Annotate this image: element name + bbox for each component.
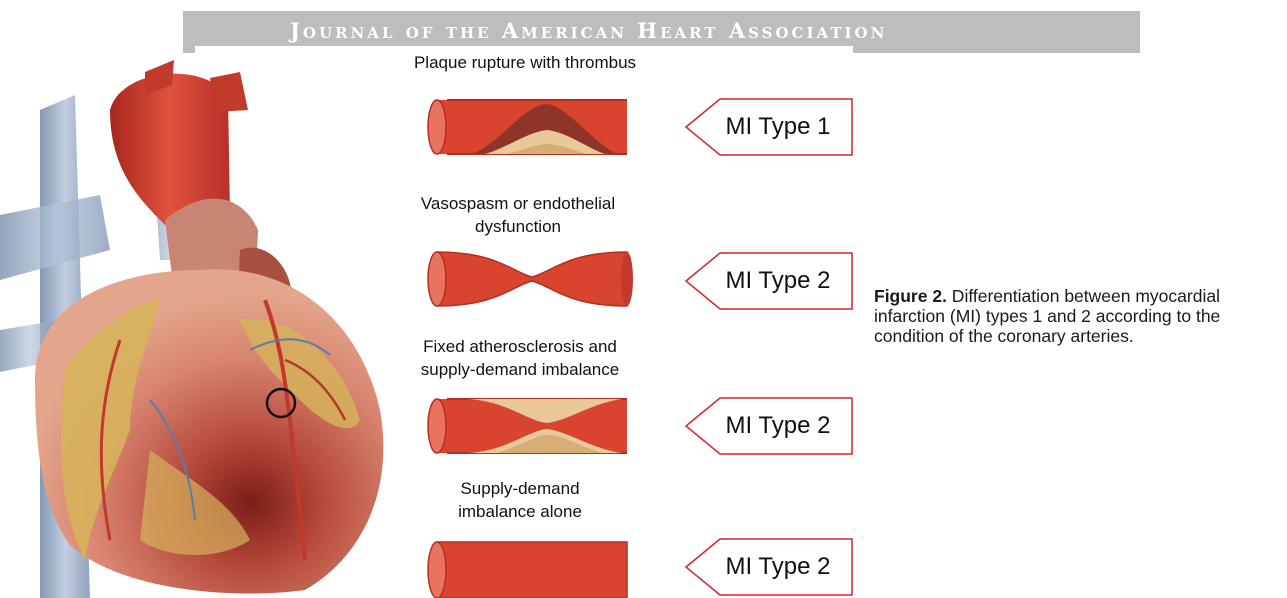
vessel-plaque-rupture	[427, 94, 637, 160]
vessel-normal	[427, 538, 637, 598]
vessel-atherosclerosis	[427, 393, 637, 459]
condition-label-1: Plaque rupture with thrombus	[390, 51, 660, 74]
mi-type-label-1: MI Type 1	[708, 112, 848, 142]
figure-caption: Figure 2. Differentiation between myocar…	[874, 286, 1274, 346]
caption-label: Figure 2.	[874, 286, 947, 306]
condition-label-2: Vasospasm or endothelial dysfunction	[418, 192, 618, 238]
condition-label-3: Fixed atherosclerosis and supply-demand …	[416, 335, 624, 381]
mi-type-label-4: MI Type 2	[708, 552, 848, 582]
vessel-vasospasm	[427, 248, 637, 310]
heart-illustration	[0, 55, 400, 598]
mi-type-label-2: MI Type 2	[708, 266, 848, 296]
condition-label-4: Supply-demand imbalance alone	[445, 477, 595, 523]
journal-title: Journal of the American Heart Associatio…	[290, 20, 887, 42]
mi-type-label-3: MI Type 2	[708, 411, 848, 441]
